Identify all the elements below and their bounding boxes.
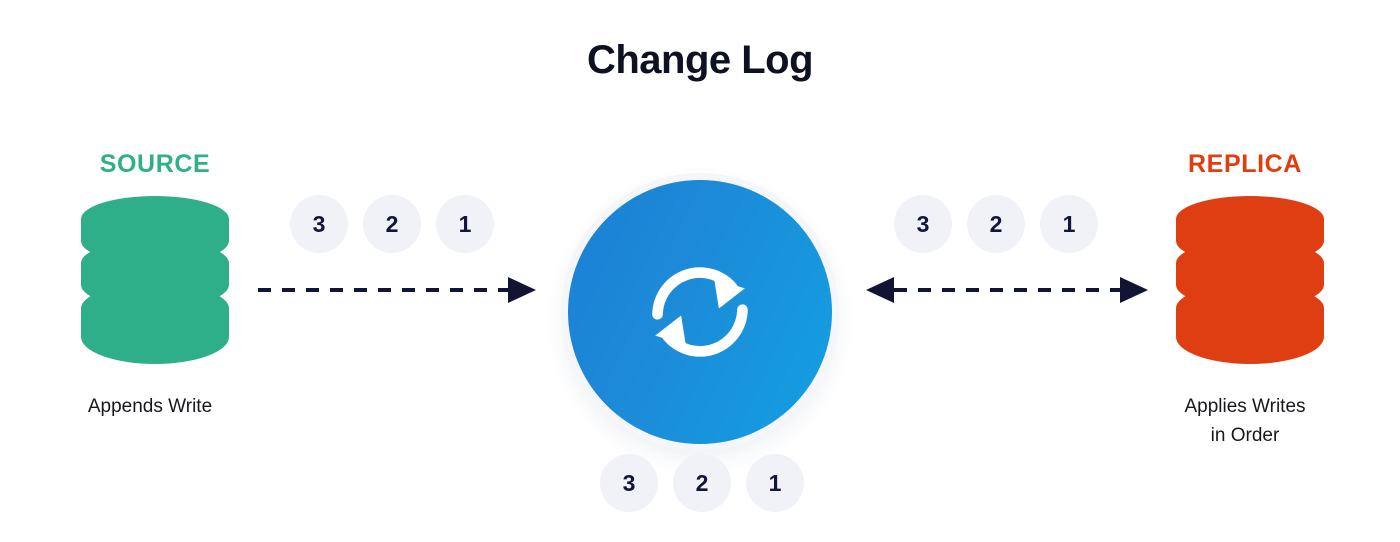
database-segment-top	[81, 196, 229, 264]
replica-caption: Applies Writes in Order	[1125, 392, 1365, 450]
sequence-badge: 2	[967, 195, 1025, 253]
page-title: Change Log	[586, 38, 814, 82]
sequence-badge: 1	[436, 195, 494, 253]
dashed-arrow-right	[250, 270, 540, 315]
source-database-icon	[81, 196, 229, 364]
sequence-badge: 3	[600, 454, 658, 512]
replica-caption-line2: in Order	[1210, 425, 1280, 446]
sequence-badge: 2	[363, 195, 421, 253]
sequence-badge: 3	[290, 195, 348, 253]
sequence-badge: 1	[746, 454, 804, 512]
sequence-badge: 3	[894, 195, 952, 253]
dashed-arrow-bidirectional	[862, 270, 1152, 315]
replica-caption-line1: Applies Writes	[1184, 396, 1306, 417]
badge-row-replica: 3 2 1	[894, 195, 1098, 253]
sequence-badge: 1	[1040, 195, 1098, 253]
sequence-badge: 2	[673, 454, 731, 512]
change-log-hub	[560, 172, 840, 452]
sync-arrows-icon	[652, 267, 748, 357]
source-caption: Appends Write	[87, 396, 213, 417]
hub-circle	[568, 180, 832, 444]
replica-label: REPLICA	[1188, 150, 1302, 178]
replica-database-icon	[1176, 196, 1324, 364]
source-label: SOURCE	[99, 150, 211, 178]
database-segment-top	[1176, 196, 1324, 264]
badge-row-source: 3 2 1	[290, 195, 494, 253]
badge-row-log: 3 2 1	[600, 454, 804, 512]
